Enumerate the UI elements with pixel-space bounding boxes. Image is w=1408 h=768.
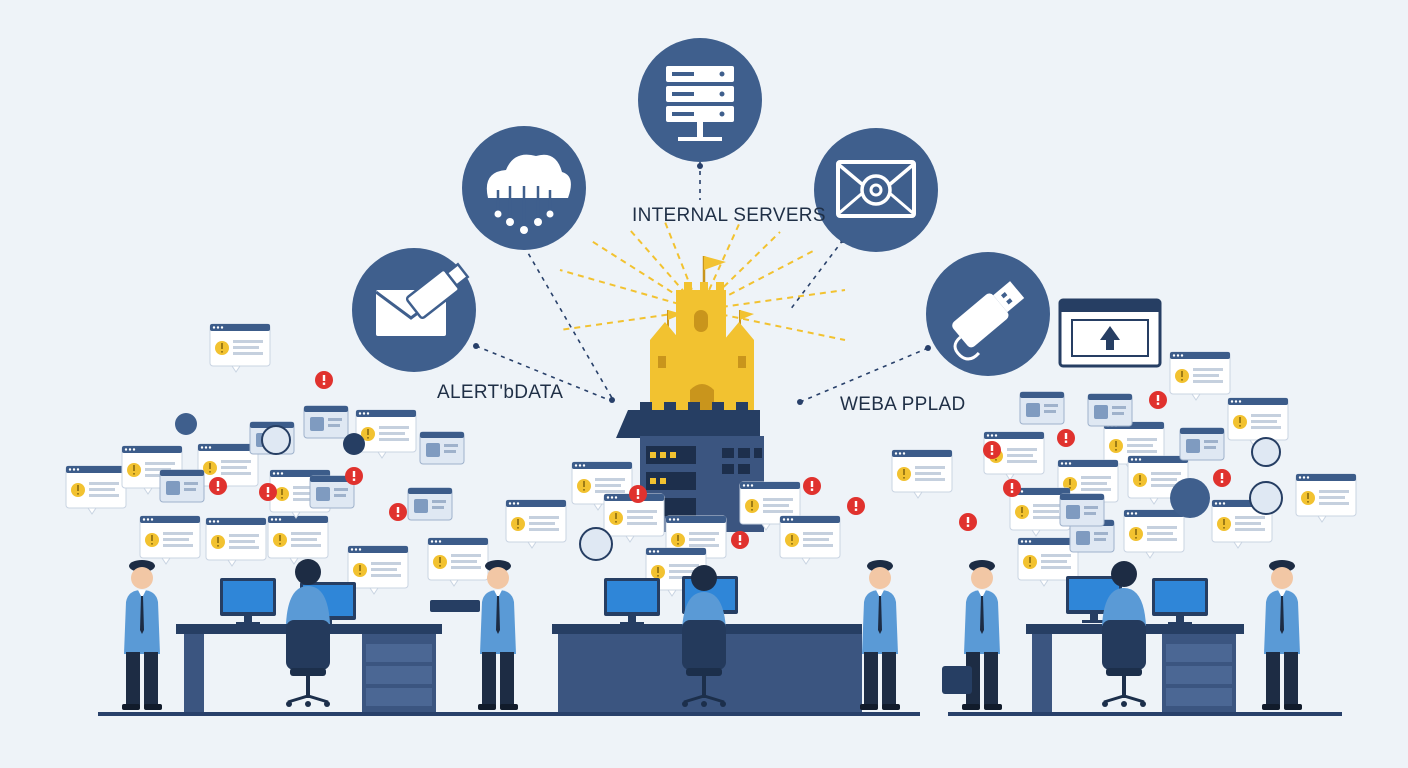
alert-data-label: ALERT'bDATA [437,382,564,403]
security-agent-5 [1262,560,1302,710]
security-agent-3 [860,560,900,710]
floor-line-right [948,712,1342,716]
web-upload-label: WEBA PPLAD [840,394,966,415]
misc-icons [175,413,1283,561]
cloud-network-icon [462,126,586,250]
server-rack-icon [638,38,762,162]
handheld-device [430,600,480,612]
security-agent-1 [122,560,162,710]
email-at-icon [814,128,938,252]
alert-popups-right [891,351,1357,587]
seated-worker-left [284,559,332,709]
connector-lines [475,162,929,403]
usb-envelope-icon [352,248,476,372]
floor-line-left [98,712,920,716]
briefcase [942,666,972,694]
security-agent-2 [478,560,518,710]
internal-servers-label: INTERNAL SERVERS [632,205,826,226]
upload-window-icon [1058,298,1162,368]
usb-drive-icon [926,252,1050,376]
